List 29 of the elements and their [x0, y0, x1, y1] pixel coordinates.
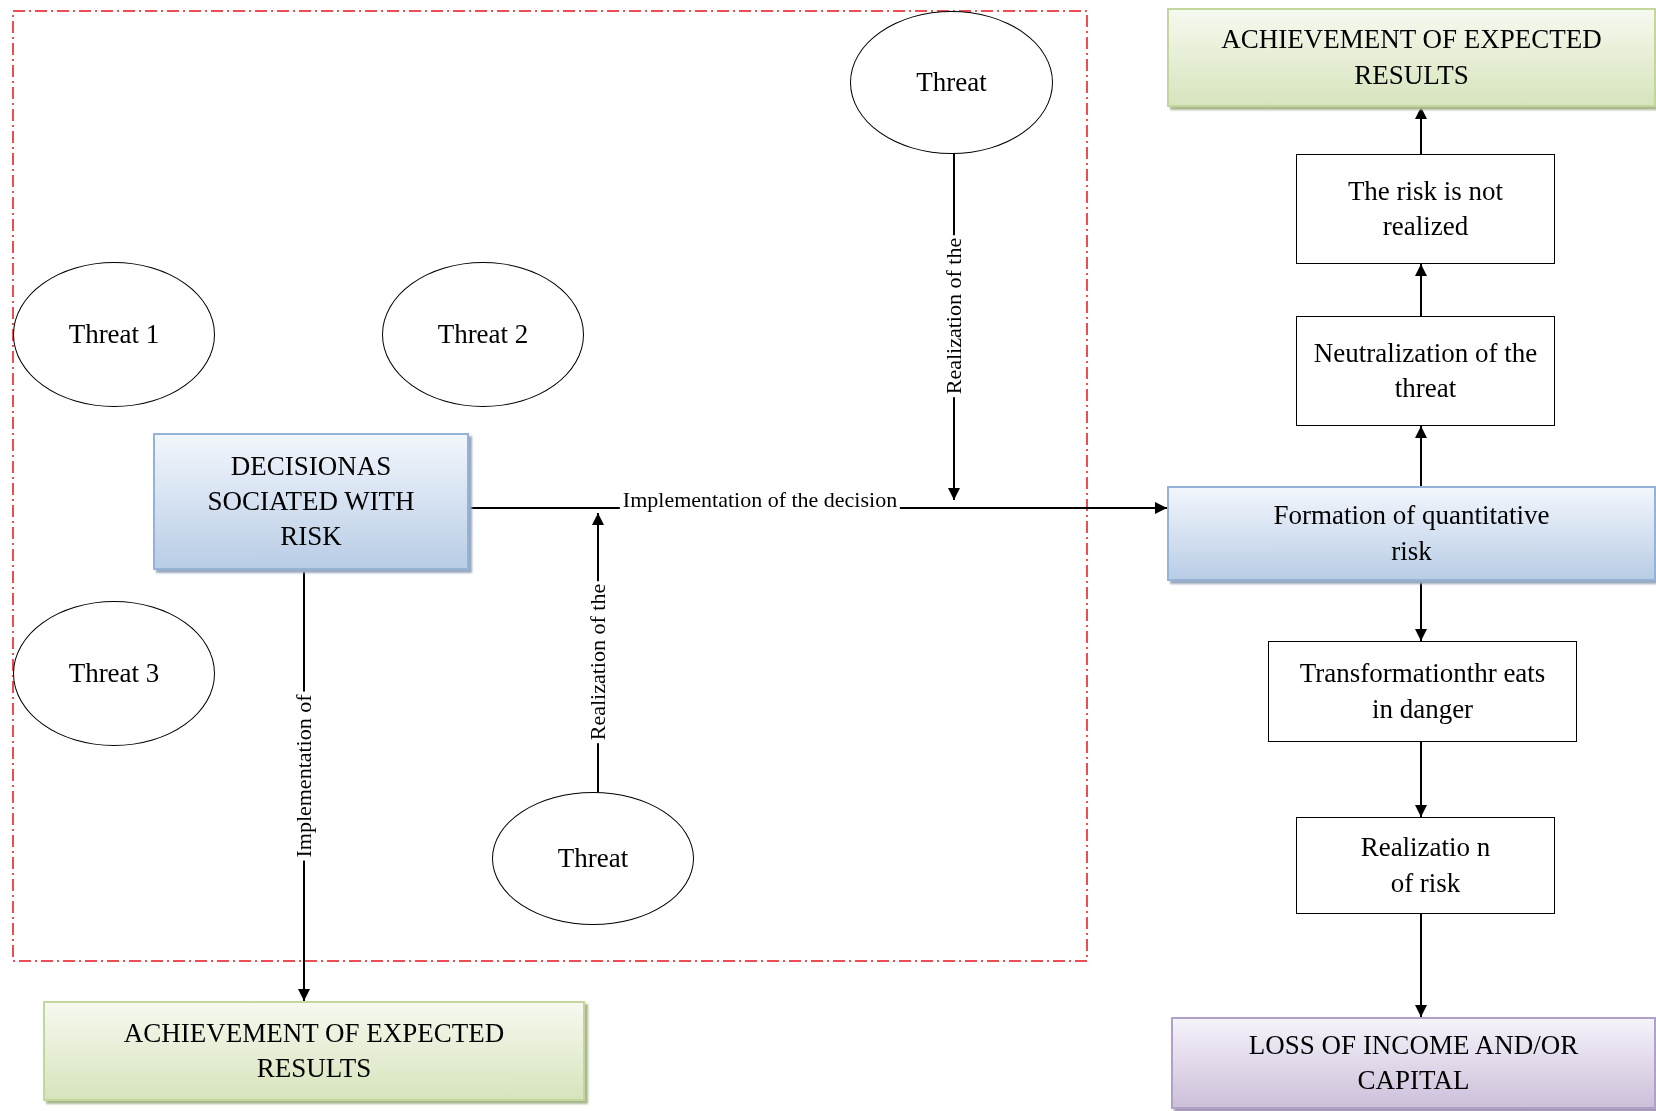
node-label: DECISIONAS SOCIATED WITH RISK [206, 449, 416, 554]
arrow [1415, 263, 1427, 317]
arrow [1415, 913, 1427, 1018]
node-label: LOSS OF INCOME AND/OR CAPITAL [1247, 1028, 1580, 1097]
node-label: Threat [557, 841, 629, 875]
process-box [43, 1001, 585, 1101]
process-box [1167, 486, 1656, 581]
arrow [1415, 741, 1427, 818]
node-label: Threat 3 [68, 656, 160, 690]
node-label: Threat [916, 65, 987, 99]
node-label: ACHIEVEMENT OF EXPECTED RESULTS [122, 1016, 506, 1085]
process-box [1167, 8, 1656, 107]
node-label: The risk is not realized [1346, 174, 1505, 243]
node-label: Transformationthr eats in danger [1298, 657, 1547, 726]
node-label: Formation of quantitative risk [1272, 499, 1551, 568]
process-box [1268, 641, 1577, 742]
node-label: ACHIEVEMENT OF EXPECTED RESULTS [1220, 23, 1603, 92]
arrow [1415, 106, 1427, 155]
node-label: Threat 1 [68, 317, 160, 351]
process-box [1171, 1017, 1656, 1109]
process-box [1296, 154, 1555, 264]
node-label: Threat 2 [437, 317, 529, 351]
process-box [1296, 316, 1555, 426]
node-label: Neutralization of the threat [1313, 336, 1538, 405]
arrow [1415, 580, 1427, 642]
process-box [153, 433, 469, 570]
arrow [1415, 425, 1427, 487]
process-box [1296, 817, 1555, 914]
node-label: Realizatio n of risk [1359, 831, 1492, 900]
